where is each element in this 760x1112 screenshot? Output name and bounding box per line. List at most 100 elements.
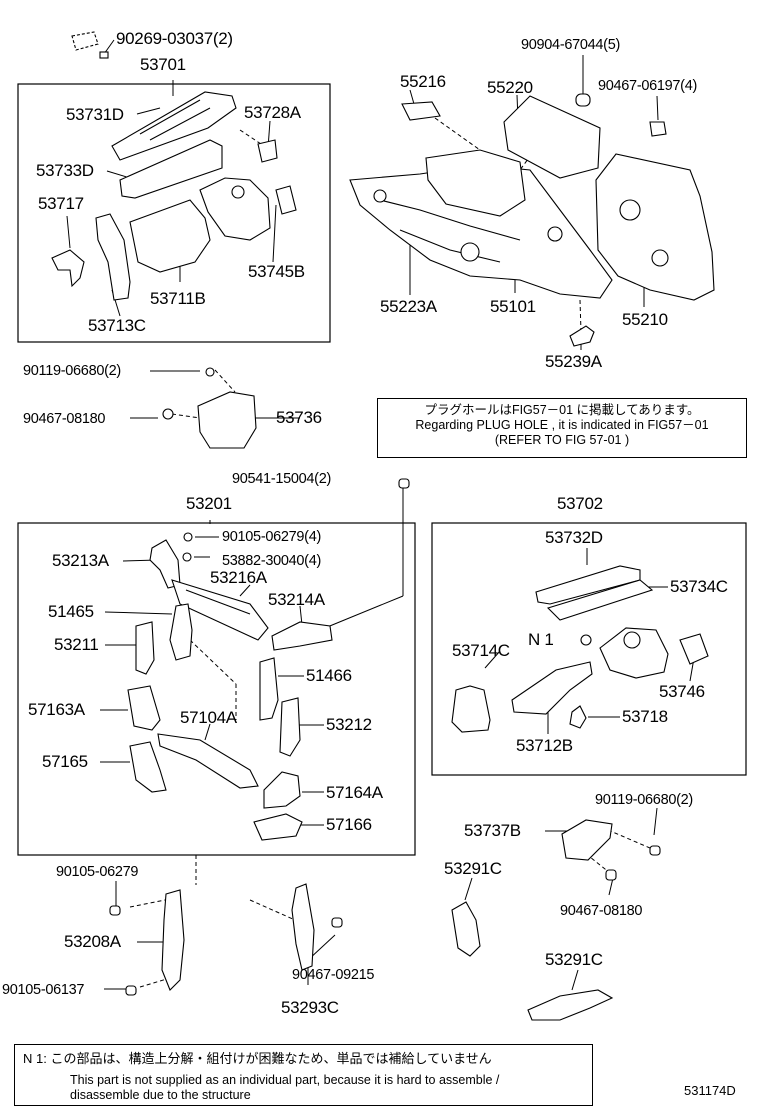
label-90541-15004: 90541-15004(2) bbox=[232, 471, 331, 487]
part-90904 bbox=[575, 93, 591, 107]
label-53208A: 53208A bbox=[64, 932, 121, 951]
part-53745B bbox=[275, 185, 297, 215]
footnote-box: N 1: この部品は、構造上分解・組付けが困難なため、単品では補給していません … bbox=[14, 1044, 593, 1106]
label-53214A: 53214A bbox=[268, 590, 325, 609]
label-90105-06137: 90105-06137 bbox=[2, 982, 85, 998]
label-51466: 51466 bbox=[306, 666, 352, 685]
part-55216 bbox=[401, 101, 441, 121]
label-57104A: 57104A bbox=[180, 708, 237, 727]
footnote-en-line1: This part is not supplied as an individu… bbox=[70, 1073, 500, 1087]
label-53717: 53717 bbox=[38, 194, 84, 213]
label-90105-06279-b: 90105-06279 bbox=[56, 864, 139, 880]
label-57165: 57165 bbox=[42, 752, 88, 771]
label-90119-06680-a: 90119-06680(2) bbox=[23, 363, 121, 379]
label-53293C: 53293C bbox=[281, 998, 339, 1017]
part-55239A bbox=[569, 325, 595, 347]
label-53731D: 53731D bbox=[66, 105, 124, 124]
part-53737B bbox=[561, 819, 613, 861]
label-53718: 53718 bbox=[622, 707, 668, 726]
label-90467-08180-a: 90467-08180 bbox=[23, 411, 106, 427]
label-53728A: 53728A bbox=[244, 103, 301, 122]
label-51465: 51465 bbox=[48, 602, 94, 621]
group-frame-53702 bbox=[431, 522, 747, 776]
part-53736 bbox=[197, 391, 257, 449]
part-53717 bbox=[51, 249, 85, 288]
label-57163A: 57163A bbox=[28, 700, 85, 719]
figure-code: 531174D bbox=[684, 1083, 736, 1098]
part-53711B bbox=[129, 199, 211, 273]
footnote-en-line2: disassemble due to the structure bbox=[70, 1088, 251, 1102]
part-90541 bbox=[398, 478, 410, 489]
label-55210: 55210 bbox=[622, 310, 668, 329]
part-57165 bbox=[129, 741, 167, 793]
label-53213A: 53213A bbox=[52, 551, 109, 570]
part-53711B-arch bbox=[199, 177, 271, 241]
group-frame-53201 bbox=[17, 522, 416, 856]
part-53733D bbox=[119, 139, 223, 199]
part-51465 bbox=[169, 603, 193, 661]
plug-hole-note: プラグホールはFIG57－01 に掲載してあります。 Regarding PLU… bbox=[377, 398, 747, 458]
label-90467-08180-b: 90467-08180 bbox=[560, 903, 643, 919]
label-53737B: 53737B bbox=[464, 821, 521, 840]
note-jp: プラグホールはFIG57－01 に掲載してあります。 bbox=[424, 403, 700, 417]
group-frame-53701 bbox=[17, 83, 331, 343]
label-55223A: 55223A bbox=[380, 297, 437, 316]
label-N1: N 1 bbox=[528, 630, 554, 649]
label-53733D: 53733D bbox=[36, 161, 94, 180]
part-57163A bbox=[127, 685, 161, 731]
part-57164A bbox=[263, 771, 301, 809]
label-90467-09215: 90467-09215 bbox=[292, 967, 375, 983]
note-ref: (REFER TO FIG 57-01 ) bbox=[494, 433, 630, 447]
part-90467-06197 bbox=[649, 121, 667, 137]
label-57166: 57166 bbox=[326, 815, 372, 834]
part-shapes bbox=[51, 31, 715, 1021]
part-53712B bbox=[511, 661, 593, 715]
label-90119-06680-b: 90119-06680(2) bbox=[595, 792, 693, 808]
label-90467-06197: 90467-06197(4) bbox=[598, 78, 697, 94]
label-53734C: 53734C bbox=[670, 577, 728, 596]
label-55101: 55101 bbox=[490, 297, 536, 316]
part-53211 bbox=[135, 621, 155, 675]
label-90904-67044: 90904-67044(5) bbox=[521, 37, 620, 53]
part-53291C-b bbox=[527, 989, 614, 1021]
label-90105-06279-a: 90105-06279(4) bbox=[222, 529, 321, 545]
label-53702: 53702 bbox=[557, 494, 603, 513]
label-55220: 55220 bbox=[487, 78, 533, 97]
part-55220 bbox=[503, 95, 601, 179]
part-53713C bbox=[95, 213, 131, 301]
part-53293C bbox=[291, 883, 315, 971]
part-N1-assembly bbox=[599, 627, 669, 679]
label-53712B: 53712B bbox=[516, 736, 573, 755]
label-53746: 53746 bbox=[659, 682, 705, 701]
part-53746 bbox=[679, 633, 709, 665]
label-57164A: 57164A bbox=[326, 783, 383, 802]
part-51466 bbox=[259, 657, 279, 721]
label-53882-30040: 53882-30040(4) bbox=[222, 553, 321, 569]
label-53732D: 53732D bbox=[545, 528, 603, 547]
label-53211: 53211 bbox=[54, 635, 99, 654]
label-53745B: 53745B bbox=[248, 262, 305, 281]
label-53291C-a: 53291C bbox=[444, 859, 502, 878]
part-53208A bbox=[161, 889, 185, 991]
label-55216: 55216 bbox=[400, 72, 446, 91]
part-53731D bbox=[111, 91, 237, 161]
label-53713C: 53713C bbox=[88, 316, 146, 335]
part-53718 bbox=[569, 705, 587, 729]
part-53216A bbox=[171, 579, 269, 641]
label-53711B: 53711B bbox=[150, 289, 206, 308]
label-53736: 53736 bbox=[276, 408, 322, 427]
note-en: Regarding PLUG HOLE , it is indicated in… bbox=[415, 418, 709, 432]
part-53728A bbox=[257, 139, 278, 163]
label-53714C: 53714C bbox=[452, 641, 510, 660]
label-53201: 53201 bbox=[186, 494, 232, 513]
label-53291C-b: 53291C bbox=[545, 950, 603, 969]
part-55101-upper bbox=[425, 149, 526, 217]
part-57166 bbox=[253, 813, 303, 841]
label-55239A: 55239A bbox=[545, 352, 602, 371]
label-53212: 53212 bbox=[326, 715, 372, 734]
part-53734C bbox=[546, 579, 654, 621]
part-53214A bbox=[271, 621, 333, 651]
part-53291C-a bbox=[451, 901, 481, 957]
part-55210 bbox=[595, 153, 715, 301]
